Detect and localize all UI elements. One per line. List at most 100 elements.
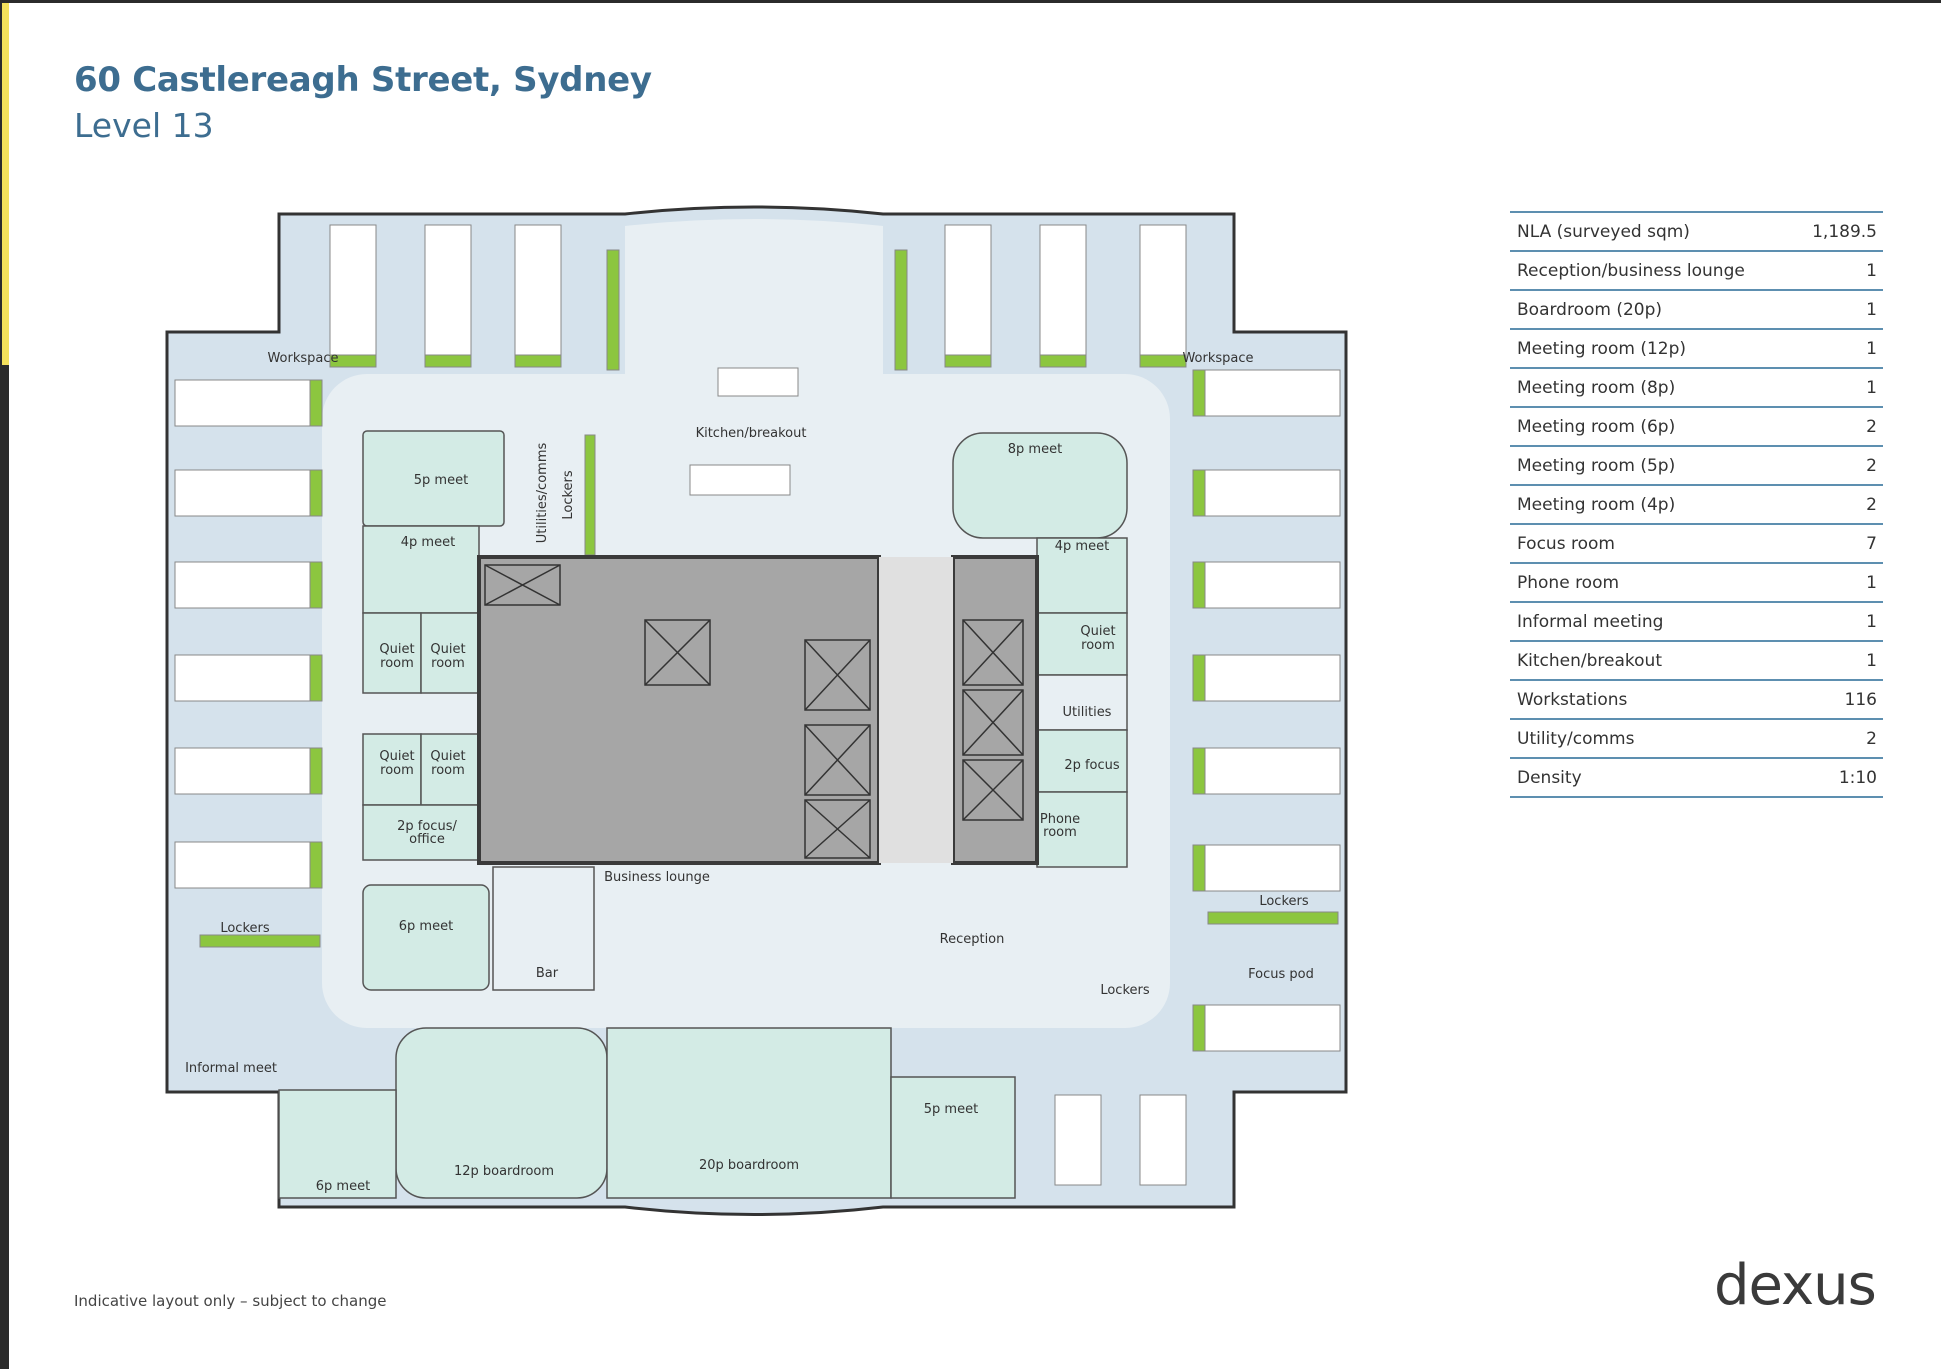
label-phone-room: Phone bbox=[1040, 812, 1080, 827]
label-bar: Bar bbox=[536, 966, 559, 981]
planter bbox=[309, 654, 323, 702]
spec-row: Boardroom (20p) 1 bbox=[1510, 291, 1883, 330]
planter bbox=[424, 354, 472, 368]
spec-value: 1 bbox=[1866, 650, 1877, 671]
spec-value: 2 bbox=[1866, 455, 1877, 476]
label-2p-focus-office: 2p focus/ bbox=[397, 819, 457, 834]
label-4p-meet: 4p meet bbox=[401, 535, 455, 550]
workstation-cluster bbox=[1204, 654, 1341, 702]
sidebar-dark bbox=[0, 365, 9, 1369]
label-kitchen: Kitchen/breakout bbox=[696, 426, 807, 441]
planter bbox=[309, 841, 323, 889]
label-8p-meet: 8p meet bbox=[1008, 442, 1062, 457]
planter bbox=[329, 354, 377, 368]
spec-value: 2 bbox=[1866, 494, 1877, 515]
workstation-cluster bbox=[1204, 369, 1341, 417]
workstation-cluster bbox=[1139, 224, 1187, 366]
planter bbox=[944, 354, 992, 368]
spec-row: Meeting room (12p)1 bbox=[1510, 330, 1883, 369]
rooms-left bbox=[278, 430, 1128, 1199]
label-5p-meet: 5p meet bbox=[414, 473, 468, 488]
planter bbox=[309, 561, 323, 609]
label-lockers: Lockers bbox=[561, 470, 576, 520]
workstation-cluster bbox=[1039, 224, 1087, 366]
spec-row: Focus room 7 bbox=[1510, 525, 1883, 564]
planter bbox=[199, 934, 321, 948]
spec-row: NLA (surveyed sqm)1,189.5 bbox=[1510, 213, 1883, 252]
label-informal-meet: Informal meet bbox=[185, 1061, 277, 1076]
spec-row: Phone room 1 bbox=[1510, 564, 1883, 603]
building-core bbox=[477, 555, 1039, 865]
planter bbox=[606, 249, 620, 371]
label-focus-pod: Focus pod bbox=[1248, 967, 1314, 982]
spec-label: Focus room bbox=[1517, 533, 1615, 554]
disclaimer: Indicative layout only – subject to chan… bbox=[74, 1292, 387, 1310]
planter bbox=[1139, 354, 1187, 368]
spec-value: 1:10 bbox=[1838, 767, 1877, 788]
label-20p-boardroom: 20p boardroom bbox=[699, 1158, 799, 1173]
spec-label: Utility/comms bbox=[1517, 728, 1635, 749]
workstation-cluster bbox=[1204, 844, 1341, 892]
workstation-cluster bbox=[1139, 1094, 1187, 1186]
spec-label: Informal meeting bbox=[1517, 611, 1664, 632]
label-12p-boardroom: 12p boardroom bbox=[454, 1164, 554, 1179]
spec-row: Meeting room (5p) 2 bbox=[1510, 447, 1883, 486]
spec-value: 116 bbox=[1844, 689, 1877, 710]
label-2p-focus: 2p focus bbox=[1064, 758, 1120, 773]
spec-value: 1 bbox=[1866, 611, 1877, 632]
workstation-cluster bbox=[1204, 561, 1341, 609]
label-quiet-room: Quiet bbox=[379, 642, 414, 657]
spec-value: 7 bbox=[1866, 533, 1877, 554]
spec-label: Meeting room (8p) bbox=[1517, 377, 1676, 398]
spec-row: Workstations 116 bbox=[1510, 681, 1883, 720]
spec-label: Meeting room (5p) bbox=[1517, 455, 1676, 476]
label-workspace-right: Workspace bbox=[1182, 351, 1253, 366]
workstation-cluster bbox=[1204, 747, 1341, 795]
top-border bbox=[0, 0, 1941, 3]
planter bbox=[1192, 469, 1206, 517]
workstation-cluster bbox=[514, 224, 562, 366]
planter bbox=[514, 354, 562, 368]
label-6p-meet: 6p meet bbox=[399, 919, 453, 934]
page-subtitle: Level 13 bbox=[74, 106, 214, 145]
workstation-cluster bbox=[174, 379, 311, 427]
spec-row: Meeting room (8p) 1 bbox=[1510, 369, 1883, 408]
planter bbox=[1192, 1004, 1206, 1052]
label-quiet-room: room bbox=[380, 763, 414, 778]
kitchen-table bbox=[717, 367, 799, 397]
spec-value: 1 bbox=[1866, 260, 1877, 281]
spec-label: Boardroom (20p) bbox=[1517, 299, 1663, 320]
kitchen-bench bbox=[689, 464, 791, 496]
spec-label: Meeting room (12p) bbox=[1517, 338, 1687, 359]
plan-labels: Workspace Workspace Kitchen/breakout 5p … bbox=[185, 351, 1314, 1194]
planter bbox=[1207, 911, 1339, 925]
workstation-cluster bbox=[329, 224, 377, 366]
label-lockers-left: Lockers bbox=[220, 921, 270, 936]
spec-value: 1 bbox=[1866, 572, 1877, 593]
label-4p-meet-right: 4p meet bbox=[1055, 539, 1109, 554]
label-lockers-reception: Lockers bbox=[1100, 983, 1150, 998]
spec-row: Informal meeting 1 bbox=[1510, 603, 1883, 642]
workstation-cluster bbox=[174, 654, 311, 702]
planter bbox=[309, 469, 323, 517]
spec-label: Phone room bbox=[1517, 572, 1620, 593]
spec-value: 1 bbox=[1866, 299, 1877, 320]
label-quiet-room: room bbox=[431, 763, 465, 778]
spec-row: Meeting room (4p)2 bbox=[1510, 486, 1883, 525]
planting bbox=[199, 249, 1339, 1052]
label-quiet-room-right: Quiet bbox=[1080, 624, 1115, 639]
planter bbox=[584, 434, 596, 556]
label-quiet-room: room bbox=[431, 656, 465, 671]
workstation-cluster bbox=[1204, 469, 1341, 517]
workstation-cluster bbox=[174, 561, 311, 609]
spec-label: Workstations bbox=[1517, 689, 1628, 710]
label-quiet-room: room bbox=[380, 656, 414, 671]
label-quiet-room: Quiet bbox=[379, 749, 414, 764]
spec-value: 1 bbox=[1866, 377, 1877, 398]
label-business-lounge: Business lounge bbox=[604, 870, 710, 885]
planter bbox=[1039, 354, 1087, 368]
dexus-logo: dexus bbox=[1714, 1253, 1877, 1318]
